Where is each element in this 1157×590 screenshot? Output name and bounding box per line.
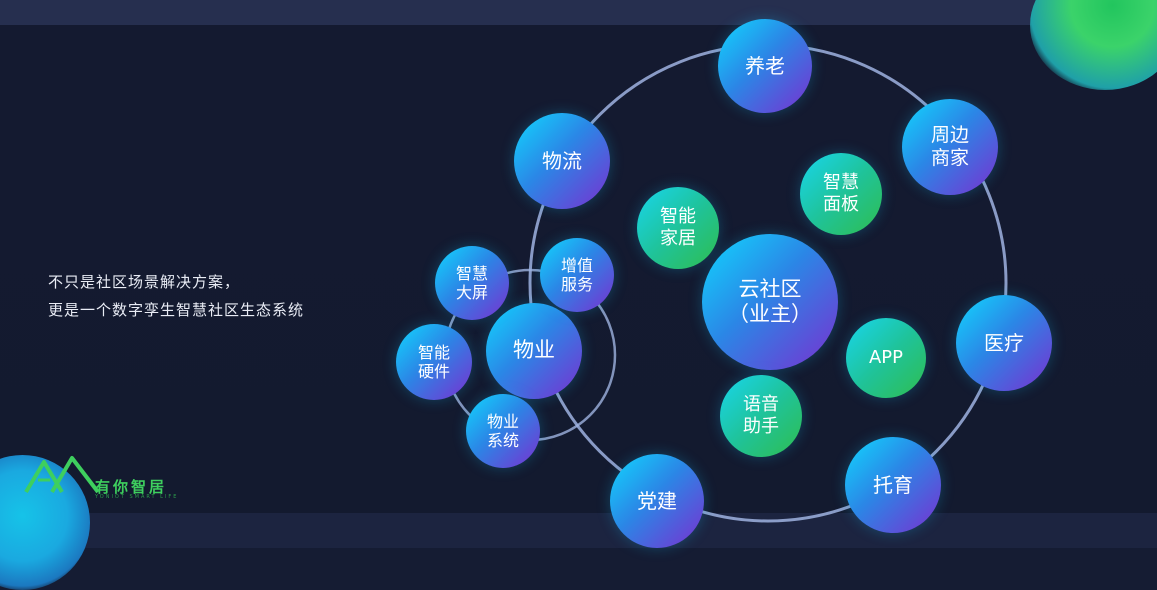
node-voice-assistant: 语音 助手 — [720, 375, 802, 457]
tagline-line-1: 不只是社区场景解决方案， — [48, 273, 241, 291]
node-smart-screen: 智慧 大屏 — [435, 246, 509, 320]
node-cloud-community: 云社区 （业主） — [702, 234, 838, 370]
node-nearby-merchants: 周边 商家 — [902, 99, 998, 195]
node-property: 物业 — [486, 303, 582, 399]
node-party-building: 党建 — [610, 454, 704, 548]
node-smart-panel: 智慧 面板 — [800, 153, 882, 235]
brand-subtitle: YONIOT SMART LIFE — [95, 494, 179, 500]
house-logo-icon — [24, 456, 100, 494]
node-value-added-services: 增值 服务 — [540, 238, 614, 312]
node-app: APP — [846, 318, 926, 398]
node-childcare: 托育 — [845, 437, 941, 533]
tagline-line-2: 更是一个数字孪生智慧社区生态系统 — [48, 301, 305, 319]
node-smart-hardware: 智能 硬件 — [396, 324, 472, 400]
node-medical: 医疗 — [956, 295, 1052, 391]
top-band — [0, 0, 1157, 25]
node-property-system: 物业 系统 — [466, 394, 540, 468]
tagline: 不只是社区场景解决方案， 更是一个数字孪生智慧社区生态系统 — [48, 268, 304, 324]
node-smart-home: 智能 家居 — [637, 187, 719, 269]
node-logistics: 物流 — [514, 113, 610, 209]
brand-name: 有你智居 — [95, 478, 168, 496]
node-elderly-care: 养老 — [718, 19, 812, 113]
bottom-band — [0, 513, 1157, 548]
